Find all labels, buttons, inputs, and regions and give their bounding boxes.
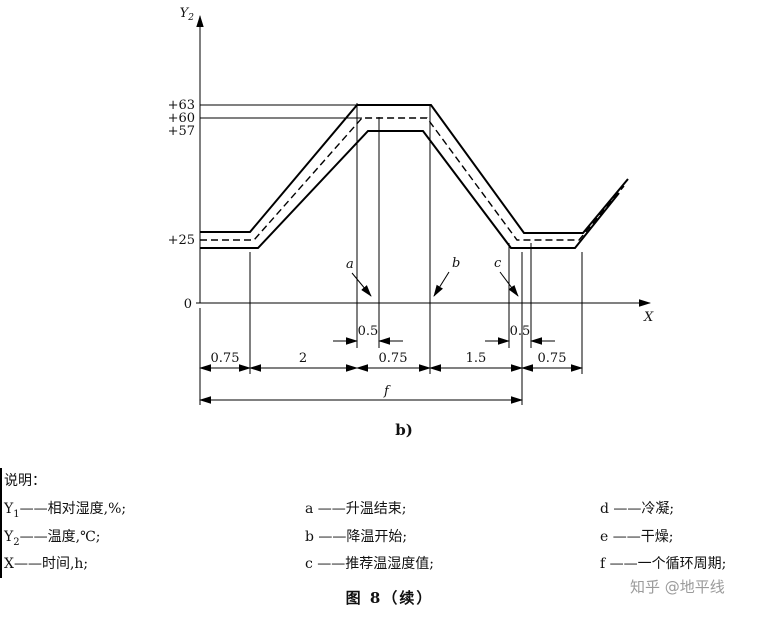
point-c-arrow — [499, 271, 519, 297]
legend-title: 说明： — [4, 473, 46, 489]
origin-label: 0 — [184, 297, 192, 312]
tick-63: +63 — [168, 98, 195, 113]
y-tick-labels: +63 +60 +57 +25 — [168, 98, 195, 248]
legend-point-def-a: a ——升温结束; — [305, 501, 407, 517]
point-a-arrow — [351, 272, 372, 297]
legend-axis-def-y2: Y2——温度,℃; — [4, 529, 101, 548]
legend-other-def-e: e ——干燥; — [600, 529, 674, 545]
x-axis-label: X — [643, 310, 654, 325]
legend-axis-def-y1: Y1——相对湿度,%; — [4, 501, 127, 520]
dim-seg-4: 0.75 — [538, 351, 567, 366]
legend-left-border — [0, 468, 2, 578]
temperature-profile — [200, 104, 629, 249]
profile-nominal-dashed — [200, 117, 625, 241]
legend-other-def-d: d ——冷凝; — [600, 501, 675, 517]
cycle-dimension: f — [199, 384, 523, 404]
tick-60: +60 — [168, 111, 195, 126]
cycle-diagram: Y2 X 0 +63 +60 +57 +25 a b c — [168, 6, 654, 439]
dim-05-right: 0.5 — [510, 324, 531, 339]
axes: Y2 X 0 — [180, 6, 654, 325]
y-axis-label: Y2 — [180, 6, 195, 23]
point-b-arrow — [433, 271, 450, 297]
profile-upper-limit — [200, 104, 629, 234]
point-callouts: a b c — [346, 256, 519, 297]
point-a-label: a — [346, 257, 354, 272]
profile-lower-limit — [200, 130, 620, 249]
dim-seg-1: 2 — [299, 351, 307, 366]
dimension-chain: 0.75 2 0.75 1.5 0.75 — [199, 351, 583, 372]
tick-57: +57 — [168, 124, 195, 139]
watermark: 知乎 @地平线 — [630, 578, 725, 596]
legend-other-def-f: f ——一个循环周期; — [600, 556, 727, 572]
small-dimensions: 0.5 0.5 — [333, 324, 555, 345]
dim-seg-2: 0.75 — [379, 351, 408, 366]
legend-point-def-c: c ——推荐温湿度值; — [305, 556, 435, 572]
legend-point-def-b: b ——降温开始; — [305, 529, 408, 545]
point-c-label: c — [494, 256, 502, 271]
subfigure-label: b) — [395, 421, 413, 439]
extension-lines — [199, 103, 583, 405]
dim-05-left: 0.5 — [358, 324, 379, 339]
point-b-label: b — [452, 256, 460, 271]
cycle-label: f — [383, 384, 391, 399]
dim-seg-3: 1.5 — [466, 351, 487, 366]
legend-axis-def-x: X——时间,h; — [4, 556, 89, 572]
dim-seg-0: 0.75 — [211, 351, 240, 366]
figure-caption: 图 8（续） — [345, 589, 434, 607]
tick-25: +25 — [168, 233, 195, 248]
